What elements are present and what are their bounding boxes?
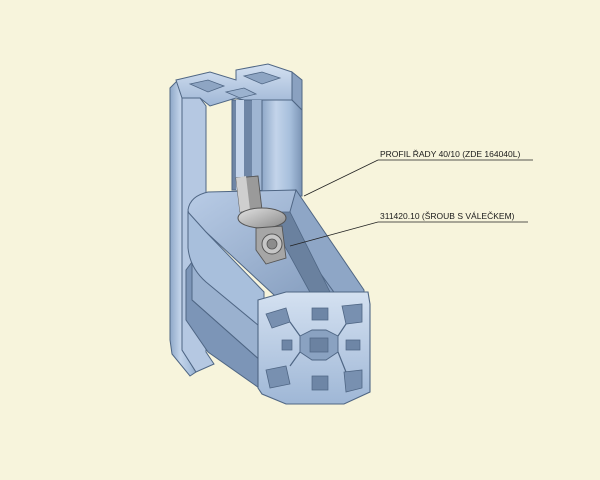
callout-screw: 311420.10 (ŠROUB S VÁLEČKEM) bbox=[289, 211, 528, 247]
leader-line-screw bbox=[289, 221, 379, 247]
screw-with-roller bbox=[235, 175, 287, 265]
leader-line-profile bbox=[303, 159, 379, 197]
callout-text-profile: PROFIL ŘADY 40/10 (ZDE 164040L) bbox=[380, 149, 520, 159]
callout-text-screw: 311420.10 (ŠROUB S VÁLEČKEM) bbox=[380, 211, 515, 221]
callout-profile: PROFIL ŘADY 40/10 (ZDE 164040L) bbox=[303, 149, 533, 197]
